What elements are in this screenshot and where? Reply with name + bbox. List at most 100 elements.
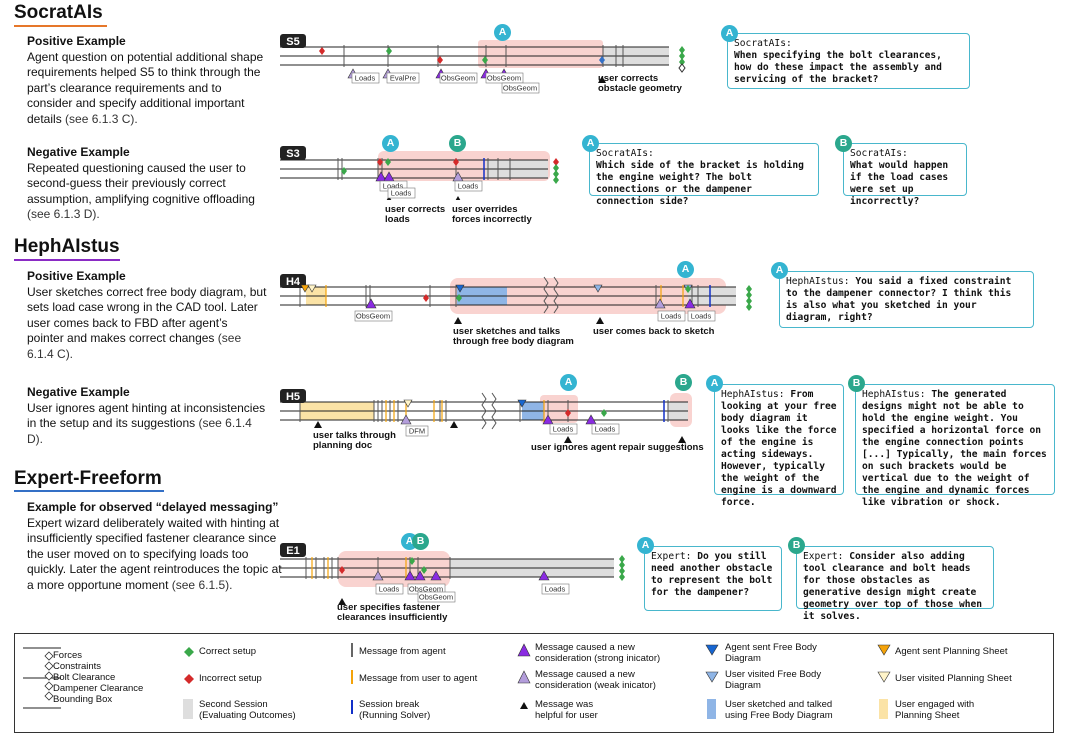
message-bubble-e1-b: Expert: Consider also adding tool cleara… <box>796 546 994 622</box>
incorrect-setup-marker <box>339 566 345 574</box>
legend: Forces Constraints Bolt Clearance Dampen… <box>14 633 1054 733</box>
tag-label: Loads <box>545 585 566 594</box>
planning-visit-marker <box>307 284 317 293</box>
correct-setup-marker <box>601 409 607 417</box>
example-body: Repeated questioning caused the user to … <box>27 160 255 206</box>
annotation: user corrects loads <box>385 204 446 225</box>
message-text: The generated designs might not be able … <box>862 389 1047 508</box>
speaker: Expert: <box>803 551 844 562</box>
legend-planning-visit: User visited Planning Sheet <box>895 673 1012 684</box>
strong-consideration-marker <box>538 570 550 581</box>
legend-session-break: Session break (Running Solver) <box>359 699 431 721</box>
time-gap-break <box>481 392 497 430</box>
participant-badge <box>280 274 306 288</box>
incorrect-setup-marker <box>437 56 443 64</box>
participant-id: H4 <box>286 276 301 288</box>
incorrect-setup-marker <box>377 158 383 166</box>
speaker: HephAIstus: <box>786 276 850 287</box>
legend-bounding-box: Bounding Box <box>53 694 113 705</box>
session-break-swatch <box>351 700 353 714</box>
strong-consideration-marker <box>414 570 426 581</box>
tag-label: DFM <box>409 427 425 436</box>
fbd-visit-icon <box>705 671 719 683</box>
tag-label: Loads <box>391 189 412 198</box>
helpful-marker <box>596 317 604 324</box>
strong-consideration-marker <box>365 298 377 309</box>
legend-message-user: Message from user to agent <box>359 673 478 684</box>
legend-dampener-clearance: Dampener Clearance <box>53 683 144 694</box>
message-text: Do you still need another obstacle to re… <box>651 551 773 598</box>
user-message-swatch <box>351 670 353 684</box>
strong-consideration-marker <box>430 570 442 581</box>
bubble-badge: A <box>637 537 654 554</box>
badge-a: A <box>382 135 399 152</box>
tag-label: Loads <box>355 74 376 83</box>
end-state-markers <box>619 555 625 581</box>
tag-label: ObsGeom <box>503 84 537 93</box>
agent-messages <box>299 400 669 422</box>
correct-setup-marker <box>341 167 347 175</box>
timeline-s3: S3 Loads Loads Loads <box>280 146 559 200</box>
section-title-hephaistus: HephAIstus <box>14 236 120 257</box>
end-state-markers <box>553 158 559 184</box>
speaker: Expert: <box>651 551 692 562</box>
badge-b: B <box>449 135 466 152</box>
weak-consideration-marker <box>654 298 666 309</box>
incorrect-setup-marker <box>319 47 325 55</box>
strong-consideration-marker <box>542 414 554 425</box>
correct-setup-marker <box>385 158 391 166</box>
example-ref: (see 6.1.3 D). <box>27 207 100 221</box>
strong-consideration-marker <box>684 298 696 309</box>
incorrect-setup-marker <box>423 294 429 302</box>
planning-engage-swatch <box>879 699 888 719</box>
legend-track-lines-icon <box>23 647 61 709</box>
annotation: user specifies fastener clearances insuf… <box>337 602 448 623</box>
example-ref: (see 6.1.4 D). <box>27 416 252 446</box>
correct-setup-marker <box>482 56 488 64</box>
helpful-marker <box>564 436 572 443</box>
speaker: SocratAIs: <box>850 148 908 159</box>
helpful-marker <box>455 196 461 200</box>
participant-id: H5 <box>286 391 300 403</box>
correct-setup-icon <box>184 647 194 657</box>
tag-label: Loads <box>595 425 616 434</box>
agent-messages <box>343 45 624 67</box>
example-ref: (see 6.1.4 C). <box>27 331 242 361</box>
message-text: Which side of the bracket is holding the… <box>596 160 804 207</box>
speaker: SocratAIs: <box>596 148 654 159</box>
message-text: You said a fixed constraint to the dampe… <box>786 276 1012 323</box>
legend-constraints: Constraints <box>53 661 102 672</box>
legend-second-session: Second Session (Evaluating Outcomes) <box>199 699 296 721</box>
incorrect-setup-marker <box>453 158 459 166</box>
example-body: User ignores agent hinting at inconsiste… <box>27 400 266 431</box>
end-state-markers <box>678 46 686 73</box>
speaker: HephAIstus: <box>862 389 926 400</box>
message-bubble-h5-a: HephAIstus: From looking at your free bo… <box>714 384 844 508</box>
agent-message-swatch <box>351 643 353 657</box>
agent-focus-region <box>478 40 603 68</box>
strong-consideration-icon <box>517 643 531 657</box>
legend-message-agent: Message from agent <box>359 646 446 657</box>
incorrect-setup-icon <box>184 674 194 684</box>
message-bubble-s5-a: SocratAIs: When specifying the bolt clea… <box>727 33 970 89</box>
section-title-socratais: SocratAIs <box>14 2 103 23</box>
example-body: Agent question on potential additional s… <box>27 49 264 126</box>
strong-consideration-marker <box>585 414 597 425</box>
fbd-sent-icon <box>705 644 719 656</box>
example-socratais-negative: Negative Example Repeated questioning ca… <box>27 145 267 223</box>
legend-bolt-clearance: Bolt Clearance <box>53 672 116 683</box>
helpful-marker <box>338 598 346 605</box>
helpful-icon <box>520 702 528 709</box>
example-title: Positive Example <box>27 269 126 283</box>
track-lines <box>280 558 614 578</box>
track-lines <box>280 159 548 179</box>
message-bubble-h5-b: HephAIstus: The generated designs might … <box>855 384 1055 508</box>
helpful-marker <box>450 421 458 428</box>
example-socratais-positive: Positive Example Agent question on poten… <box>27 34 267 127</box>
bubble-badge: B <box>788 537 805 554</box>
participant-badge <box>280 543 306 557</box>
legend-fbd-visit: User visited Free Body Diagram <box>725 669 822 691</box>
legend-incorrect-setup: Incorrect setup <box>199 673 262 684</box>
example-title: Example for observed “delayed messaging” <box>27 500 279 514</box>
second-session-swatch <box>183 699 193 719</box>
